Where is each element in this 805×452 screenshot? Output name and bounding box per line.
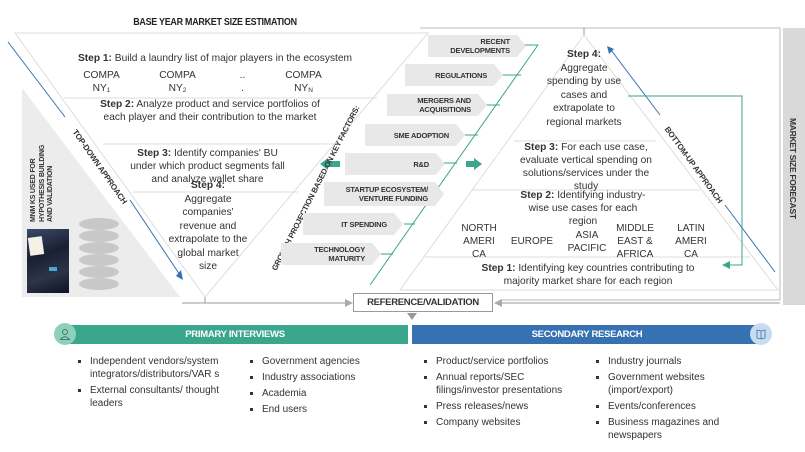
database-disk	[79, 278, 119, 290]
left-panel-label: MNM KS USED FOR HYPOTHESIS BUILDING AND …	[30, 144, 54, 222]
bottom-up-pyramid	[399, 34, 780, 291]
list-item: Industry associations	[250, 371, 390, 384]
top-down-funnel	[14, 32, 430, 298]
arrow-head-icon	[607, 46, 614, 54]
company-ellipsis: ...	[239, 70, 246, 94]
secondary-research-header: SECONDARY RESEARCH	[412, 325, 762, 344]
person-icon	[54, 323, 76, 345]
list-item: Business magazines and newspapers	[596, 416, 736, 442]
database-disk	[79, 254, 119, 266]
bottom-up-step-4: Step 4: Aggregate spending by use cases …	[546, 49, 622, 128]
forecast-frame	[420, 27, 781, 301]
step-text: Build a laundry list of major players in…	[111, 53, 353, 64]
primary-interviews-header: PRIMARY INTERVIEWS	[62, 325, 408, 344]
primary-list-col1: Independent vendors/system integrators/d…	[78, 355, 228, 413]
database-icon	[79, 218, 119, 230]
bottom-up-line	[724, 204, 776, 273]
database-disk	[79, 230, 119, 242]
arrow-left-icon	[494, 299, 502, 307]
list-item: Product/service portfolios	[424, 355, 574, 368]
list-item: End users	[250, 403, 390, 416]
step-label: Step 1:	[77, 53, 112, 64]
list-item: Annual reports/SEC filings/investor pres…	[424, 371, 574, 397]
region-middle-east-africa: MIDDLE EAST & AFRICA	[616, 223, 654, 260]
list-item: Company websites	[424, 416, 574, 429]
arrow-right-icon	[466, 158, 482, 170]
market-size-forecast-panel: MARKET SIZE FORECAST	[783, 28, 805, 305]
database-disk	[79, 242, 119, 254]
factor-it-spending: IT SPENDING	[303, 213, 403, 235]
factor-startup-ecosystem: STARTUP ECOSYSTEM/ VENTURE FUNDING	[324, 182, 444, 206]
factor-technology-maturity: TECHNOLOGY MATURITY	[281, 243, 381, 265]
list-item: Academia	[250, 387, 390, 400]
bottom-up-step-2: Step 2: Identifying industry-wise use ca…	[520, 190, 646, 227]
region-north-america: NORTH AMERI CA	[461, 223, 497, 260]
base-year-title: BASE YEAR MARKET SIZE ESTIMATION	[133, 16, 297, 28]
factor-recent-developments: RECENT DEVELOPMENTS	[428, 35, 526, 57]
fishbone-spine	[369, 44, 539, 286]
list-item: Press releases/news	[424, 400, 574, 413]
list-item: Independent vendors/system integrators/d…	[78, 355, 228, 381]
secondary-list-col2: Industry journals Government websites (i…	[596, 355, 736, 445]
top-down-step-1: Step 1: Build a laundry list of major pl…	[40, 52, 390, 65]
top-down-step-2: Step 2: Analyze product and service port…	[100, 99, 320, 123]
arrow-right-icon	[345, 299, 353, 307]
arrow-head-icon	[176, 270, 183, 280]
factor-sme-adoption: SME ADOPTION	[365, 124, 465, 146]
region-asia-pacific: ASIA PACIFIC	[567, 230, 607, 254]
secondary-list-col1: Product/service portfolios Annual report…	[424, 355, 574, 432]
primary-list-col2: Government agencies Industry association…	[250, 355, 390, 419]
top-down-line	[7, 41, 66, 118]
region-europe: EUROPE	[510, 236, 554, 247]
arrow-left-icon	[320, 158, 340, 170]
market-size-forecast-label: MARKET SIZE FORECAST	[788, 118, 798, 219]
factor-mergers-acquisitions: MERGERS AND ACQUISITIONS	[387, 94, 487, 116]
database-disk	[79, 266, 119, 278]
bottom-up-step-1: Step 1: Identifying key countries contri…	[481, 263, 695, 287]
bottom-up-arrow	[610, 49, 661, 116]
top-down-arrow	[129, 199, 181, 276]
green-connector	[628, 95, 743, 266]
research-photo	[27, 229, 69, 293]
list-item: Events/conferences	[596, 400, 736, 413]
book-icon	[750, 323, 772, 345]
arrow-left-icon	[722, 261, 730, 269]
top-down-step-3: Step 3: Identify companies' BU under whi…	[130, 148, 285, 185]
factor-rnd: R&D	[345, 153, 445, 175]
list-item: Government agencies	[250, 355, 390, 368]
top-down-step-4: Step 4: Aggregate companies' revenue and…	[168, 180, 248, 272]
region-latin-america: LATIN AMERI CA	[675, 223, 707, 260]
list-item: Industry journals	[596, 355, 736, 368]
arrow-down-icon	[407, 313, 417, 320]
reference-validation-box: REFERENCE/VALIDATION	[353, 293, 493, 312]
factor-regulations: REGULATIONS	[405, 64, 503, 86]
list-item: External consultants/ thought leaders	[78, 384, 228, 410]
bottom-up-step-3: Step 3: For each use case, evaluate vert…	[520, 142, 652, 192]
list-item: Government websites (import/export)	[596, 371, 736, 397]
